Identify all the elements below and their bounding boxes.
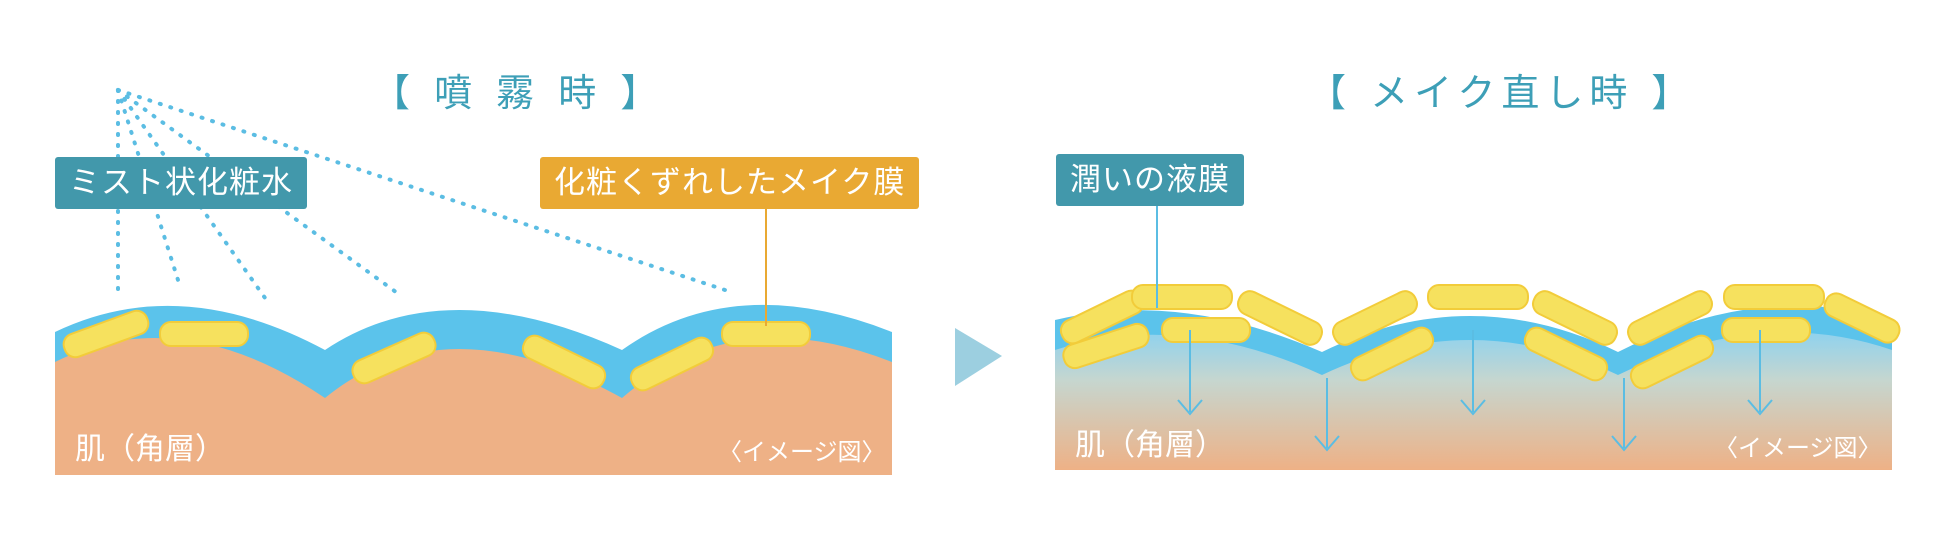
makeup-particle <box>629 336 715 392</box>
makeup-particle <box>1161 317 1251 343</box>
makeup-particle <box>1062 322 1150 370</box>
right-image-note: 〈イメージ図〉 <box>1714 434 1882 462</box>
makeup-particle <box>1523 326 1609 382</box>
down-arrow-icon <box>1177 330 1203 416</box>
down-arrow-icon <box>1460 330 1486 416</box>
makeup-particle <box>521 334 607 390</box>
penetration-arrows <box>1177 330 1773 452</box>
makeup-particle <box>351 331 437 385</box>
makeup-particle <box>1721 317 1811 343</box>
right-panel-heading: 【 メイク直し時 】 <box>1308 71 1696 115</box>
makeup-particle <box>1332 290 1418 346</box>
makeup-particle <box>1627 290 1713 346</box>
makeup-particle <box>1532 290 1618 346</box>
down-arrow-icon <box>1314 378 1340 452</box>
right-skin-label: 肌（角層） <box>1075 428 1225 463</box>
makeup-particle <box>1237 290 1323 346</box>
makeup-particle <box>1629 334 1715 390</box>
triangle-arrow-icon <box>955 328 1002 386</box>
makeup-particle <box>1427 284 1529 310</box>
down-arrow-icon <box>1611 378 1637 452</box>
mist-label: ミスト状化粧水 <box>55 157 307 209</box>
makeup-particle <box>1131 284 1233 310</box>
makeup-particle <box>1723 284 1825 310</box>
makeup-film-label: 化粧くずれしたメイク膜 <box>540 157 920 209</box>
left-panel-heading: 【 噴 霧 時 】 <box>372 71 665 115</box>
left-skin-label: 肌（角層） <box>75 432 225 467</box>
makeup-particle <box>159 321 249 347</box>
left-image-note: 〈イメージ図〉 <box>718 438 886 466</box>
makeup-particle <box>1349 326 1435 382</box>
liquid-film-label: 潤いの液膜 <box>1056 154 1244 206</box>
left-makeup-particles <box>62 309 811 392</box>
down-arrow-icon <box>1747 330 1773 416</box>
makeup-particle <box>1823 292 1901 344</box>
makeup-particle <box>62 309 150 359</box>
